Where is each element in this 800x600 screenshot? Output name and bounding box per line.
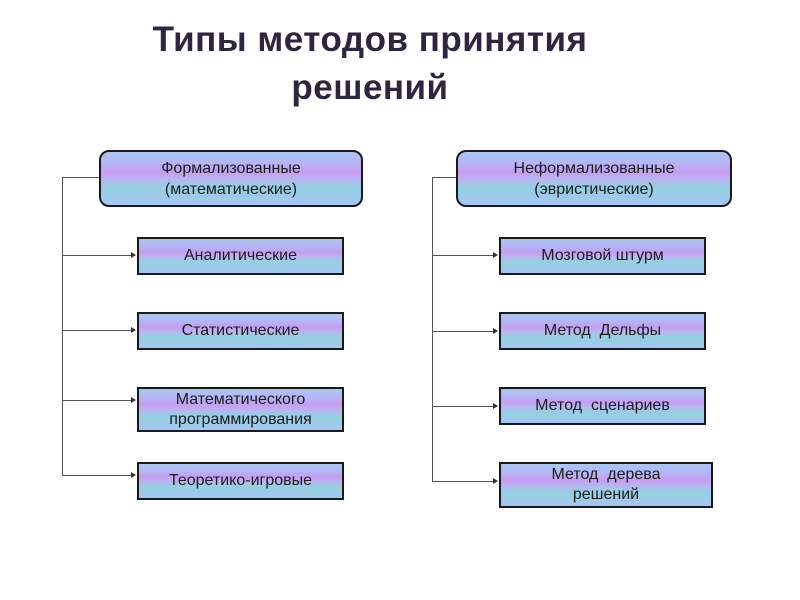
method-label: Аналитические	[183, 247, 297, 264]
header-line-2: (математические)	[164, 180, 298, 198]
header-line-2: (эвристические)	[534, 180, 654, 198]
method-label-line-2: программирования	[169, 410, 312, 428]
left-branch-2	[62, 330, 132, 331]
right-branch-1	[432, 255, 494, 256]
left-header-connector	[62, 177, 100, 178]
header-line-1: Неформализованные	[513, 159, 675, 177]
formalized-methods-header: Формализованные (математические)	[99, 150, 363, 207]
informal-methods-header: Неформализованные (эвристические)	[456, 150, 732, 207]
method-label: Мозговой штурм	[541, 247, 664, 264]
page-title: Типы методов принятия решений	[100, 16, 640, 112]
title-line-2: решений	[291, 68, 449, 107]
method-box-delphi: Метод Дельфы	[499, 312, 706, 350]
right-branch-4	[432, 481, 494, 482]
method-box-analytical: Аналитические	[137, 237, 344, 275]
method-box-game-theoretic: Теоретико-игровые	[137, 462, 344, 500]
right-arrow-4	[493, 478, 498, 484]
method-label-line-2: решений	[572, 486, 640, 503]
left-arrow-2	[131, 327, 136, 333]
right-header-connector	[432, 177, 457, 178]
method-box-decision-tree: Метод дерева решений	[499, 462, 713, 508]
right-trunk-line	[432, 177, 433, 481]
method-label: Метод Дельфы	[543, 322, 662, 339]
method-box-scenarios: Метод сценариев	[499, 387, 706, 425]
left-branch-3	[62, 400, 132, 401]
left-arrow-1	[131, 252, 136, 258]
method-label: Теоретико-игровые	[168, 472, 313, 489]
title-line-1: Типы методов принятия	[152, 20, 588, 59]
method-label-line-1: Метод дерева	[551, 466, 661, 483]
method-box-brainstorming: Мозговой штурм	[499, 237, 706, 275]
right-branch-2	[432, 331, 494, 332]
method-label-line-1: Математического	[175, 390, 306, 408]
right-branch-3	[432, 406, 494, 407]
method-box-math-programming: Математического программирования	[137, 387, 344, 432]
left-branch-4	[62, 475, 132, 476]
right-arrow-1	[493, 252, 498, 258]
left-branch-1	[62, 255, 132, 256]
right-arrow-3	[493, 403, 498, 409]
method-label: Статистические	[181, 322, 300, 339]
method-box-statistical: Статистические	[137, 312, 344, 350]
left-arrow-3	[131, 397, 136, 403]
left-trunk-line	[62, 177, 63, 475]
header-line-1: Формализованные	[161, 159, 301, 177]
method-label: Метод сценариев	[535, 397, 670, 414]
left-arrow-4	[131, 472, 136, 478]
right-arrow-2	[493, 328, 498, 334]
